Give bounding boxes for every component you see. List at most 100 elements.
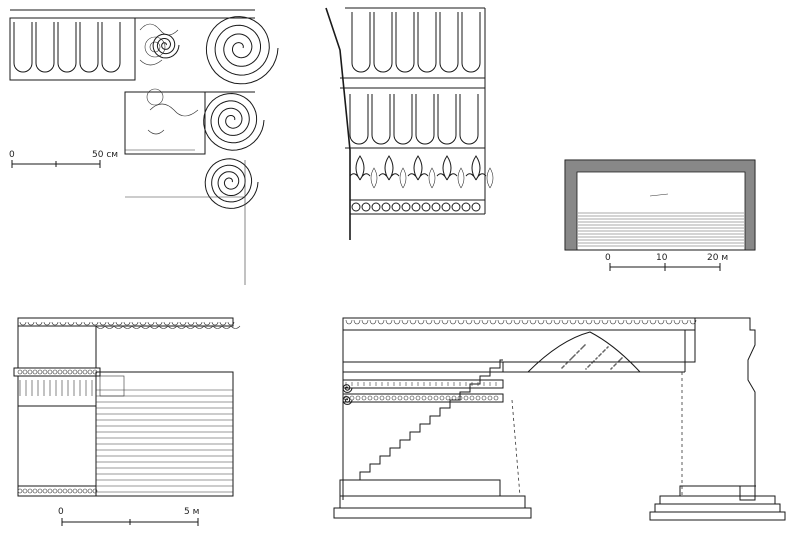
lotus-bud [399,167,407,189]
bead-ornament [469,395,475,401]
mound-fill-dot [617,361,619,363]
bead-ornament [493,395,499,401]
bead-ornament [351,202,361,212]
egg-moulding-unit [569,319,577,325]
egg-moulding-unit [203,321,211,326]
egg-moulding-unit [585,319,593,325]
egg-moulding-unit [107,321,115,326]
elev-scale-end-label: 5 м [184,507,199,517]
egg-moulding-unit [417,319,425,325]
egg-moulding-unit [641,319,649,325]
egg-moulding-unit [351,12,371,73]
egg-moulding-unit [163,321,171,326]
egg-moulding-unit [27,321,35,326]
egg-moulding-unit [345,319,353,325]
egg-moulding-unit [665,319,673,325]
bead-ornament [47,488,53,494]
mound-fill-dot [567,361,569,363]
egg-moulding-unit [155,321,163,326]
bead-ornament [37,488,43,494]
scale-bar-elevation: 0 5 м [58,507,199,526]
egg-moulding-unit [545,319,553,325]
egg-moulding-unit [35,22,55,73]
egg-moulding-unit [437,94,457,145]
mound-fill-dot [593,360,595,362]
bead-ornament [439,395,445,401]
egg-moulding-unit [51,321,59,326]
mound-fill-dot [603,350,605,352]
mound-fill-dot [580,348,582,350]
egg-moulding-unit [349,94,369,145]
volute-spiral [205,16,279,85]
egg-moulding-unit [361,319,369,325]
mound-fill-dot [562,366,564,368]
mound-fill-dot [561,367,563,369]
bead-ornament [371,202,381,212]
bead-ornament [367,395,373,401]
egg-moulding-unit [457,319,465,325]
bead-ornament [32,488,38,494]
egg-moulding-unit [67,321,75,326]
bead-ornament [32,369,38,375]
egg-moulding-unit [19,321,27,326]
mound-fill-dot [573,355,575,357]
building-plan [564,159,756,251]
volute-spiral [203,92,265,151]
scallop-frieze [95,325,241,329]
mound-fill-dot [613,365,615,367]
mound-fill-dot [563,365,565,367]
egg-moulding-unit [57,22,77,73]
egg-moulding-unit [195,321,203,326]
egg-moulding-unit [489,319,497,325]
bead-ornament [72,369,78,375]
egg-moulding-unit [461,12,481,73]
bead-ornament [87,369,93,375]
mound-fill-dot [576,352,578,354]
egg-moulding-unit [601,319,609,325]
egg-moulding-unit [553,319,561,325]
mound-fill-dot [595,358,597,360]
bead-ornament [77,488,83,494]
egg-moulding-unit [415,94,435,145]
bead-ornament [401,202,411,212]
mound-fill-dot [620,358,622,360]
mound-fill-dot [583,345,585,347]
mound-fill-dot [589,364,591,366]
bead-ornament [22,369,28,375]
mound-fill-dot [565,363,567,365]
mound-fill-dot [606,347,608,349]
egg-moulding-unit [371,94,391,145]
bead-ornament [82,369,88,375]
bead-ornament [47,369,53,375]
bead-ornament [361,202,371,212]
egg-moulding-unit [91,321,99,326]
mound-fill-dot [618,360,620,362]
lotus-ornament [436,155,458,181]
egg-moulding-unit [465,319,473,325]
bead-ornament [72,488,78,494]
egg-moulding-unit [385,319,393,325]
bead-ornament [451,202,461,212]
elev-scale-zero-label: 0 [58,507,64,517]
egg-moulding-unit [633,319,641,325]
mound-fill-dot [614,364,616,366]
lotus-bud [370,167,378,189]
egg-moulding-unit [393,319,401,325]
egg-moulding-unit [101,22,121,73]
mound-fill-dot [578,350,580,352]
bead-ornament [409,395,415,401]
bead-ornament [52,488,58,494]
bead-ornament [451,395,457,401]
bead-ornament [431,202,441,212]
egg-moulding-unit [13,22,33,73]
bead-ornament [52,369,58,375]
scale-zero-label: 0 [9,150,15,160]
egg-moulding-unit [35,321,43,326]
bead-ornament [385,395,391,401]
mound-fill-dot [591,362,593,364]
egg-moulding-unit [513,319,521,325]
bead-ornament [475,395,481,401]
egg-moulding-unit [657,319,665,325]
mound-fill-dot [581,347,583,349]
window-niche [99,375,125,397]
